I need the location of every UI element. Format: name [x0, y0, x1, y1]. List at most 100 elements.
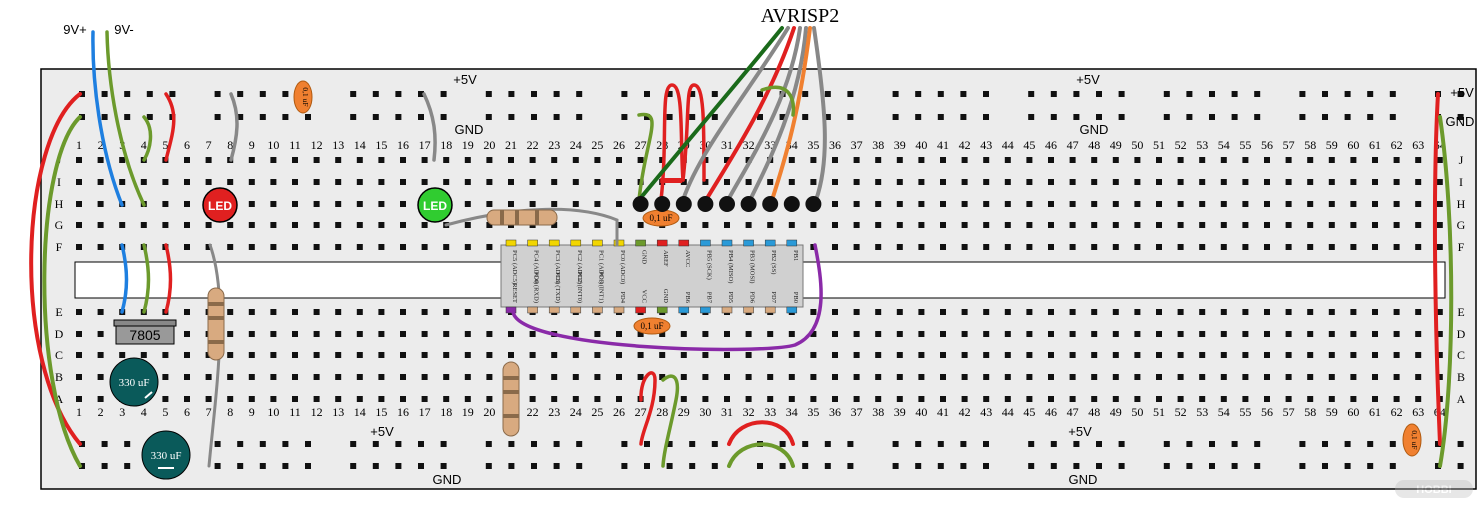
chip-top-pin — [721, 239, 733, 247]
strip-hole — [616, 374, 622, 380]
column-number: 62 — [1391, 138, 1403, 152]
strip-hole — [1264, 157, 1270, 163]
strip-hole — [1436, 244, 1443, 250]
strip-hole — [1220, 201, 1227, 207]
strip-hole — [832, 222, 838, 228]
strip-hole — [572, 179, 579, 185]
rail-hole — [689, 463, 696, 469]
row-letter: H — [55, 197, 64, 211]
strip-hole — [184, 331, 190, 337]
strip-hole — [1177, 352, 1184, 358]
cap-01uf-top-left: 0,1 uF — [293, 80, 313, 114]
column-number: 12 — [311, 138, 323, 152]
rail-hole — [214, 441, 221, 447]
column-number: 9 — [249, 405, 255, 419]
strip-hole — [1307, 157, 1314, 163]
strip-hole — [551, 396, 558, 402]
strip-hole — [918, 309, 925, 315]
strip-hole — [572, 331, 579, 337]
column-number: 36 — [829, 138, 841, 152]
rail-hole — [983, 91, 989, 97]
strip-hole — [97, 244, 104, 250]
strip-hole — [1156, 331, 1162, 337]
column-number: 22 — [527, 138, 539, 152]
strip-hole — [400, 396, 406, 402]
strip-hole — [810, 331, 817, 337]
column-number: 9 — [249, 138, 255, 152]
watermark-text: HOBBI — [1416, 484, 1451, 496]
chip-bottom-pin-label: PD7 — [770, 291, 777, 303]
strip-hole — [680, 331, 687, 337]
strip-hole — [1199, 352, 1206, 358]
column-number: 29 — [678, 405, 690, 419]
strip-hole — [961, 222, 968, 228]
rail-hole — [576, 441, 583, 447]
strip-hole — [702, 396, 709, 402]
strip-hole — [875, 222, 882, 228]
strip-hole — [853, 374, 860, 380]
strip-hole — [875, 331, 882, 337]
strip-hole — [1264, 396, 1270, 402]
wire-right-gnd — [1438, 115, 1454, 468]
strip-hole — [1350, 157, 1357, 163]
strip-hole — [1199, 201, 1206, 207]
column-number: 52 — [1175, 138, 1187, 152]
strip-hole — [724, 331, 730, 337]
rail-hole — [553, 91, 560, 97]
strip-hole — [184, 244, 190, 250]
strip-hole — [896, 331, 903, 337]
column-number: 38 — [872, 138, 884, 152]
strip-hole — [810, 352, 817, 358]
strip-hole — [724, 179, 730, 185]
rail-hole — [508, 441, 515, 447]
column-number: 62 — [1391, 405, 1403, 419]
strip-hole — [1156, 309, 1162, 315]
strip-hole — [961, 201, 968, 207]
column-number: 12 — [311, 405, 323, 419]
column-number: 42 — [959, 138, 971, 152]
column-number: 7 — [206, 138, 212, 152]
strip-hole — [270, 179, 277, 185]
strip-hole — [421, 331, 428, 337]
rail-hole — [101, 91, 108, 97]
chip-bottom-pin-label: PD1 (TXD) — [554, 272, 561, 303]
chip-top-pin — [592, 239, 603, 247]
strip-hole — [788, 331, 795, 337]
led-red: LED — [202, 187, 238, 223]
cap-330uf-b: 330 uF — [141, 430, 191, 480]
strip-hole — [76, 179, 82, 185]
strip-hole — [616, 179, 622, 185]
strip-hole — [464, 244, 471, 250]
column-number: 15 — [375, 138, 387, 152]
column-number: 50 — [1131, 405, 1143, 419]
strip-hole — [853, 157, 860, 163]
rail-hole — [418, 114, 424, 120]
strip-hole — [97, 222, 104, 228]
strip-hole — [1069, 244, 1076, 250]
column-number: 31 — [721, 405, 733, 419]
column-number: 49 — [1110, 138, 1122, 152]
rail-hole — [666, 91, 673, 97]
strip-hole — [1436, 309, 1443, 315]
column-number: 3 — [119, 405, 125, 419]
strip-hole — [1350, 352, 1357, 358]
strip-hole — [443, 309, 450, 315]
strip-hole — [767, 331, 774, 337]
strip-hole — [853, 201, 860, 207]
column-number: 32 — [743, 138, 755, 152]
strip-hole — [1177, 374, 1184, 380]
chip-bottom-pin — [656, 306, 668, 314]
strip-hole — [205, 179, 212, 185]
chip-top-pin-label: AVCC — [684, 250, 691, 267]
column-number: 26 — [613, 138, 625, 152]
column-number: 16 — [397, 405, 409, 419]
strip-hole — [1350, 179, 1357, 185]
strip-hole — [292, 374, 298, 380]
column-number: 57 — [1283, 138, 1295, 152]
strip-hole — [1372, 179, 1378, 185]
strip-hole — [313, 179, 320, 185]
column-number: 59 — [1326, 405, 1338, 419]
strip-hole — [184, 396, 190, 402]
strip-hole — [1026, 244, 1033, 250]
strip-hole — [745, 352, 752, 358]
